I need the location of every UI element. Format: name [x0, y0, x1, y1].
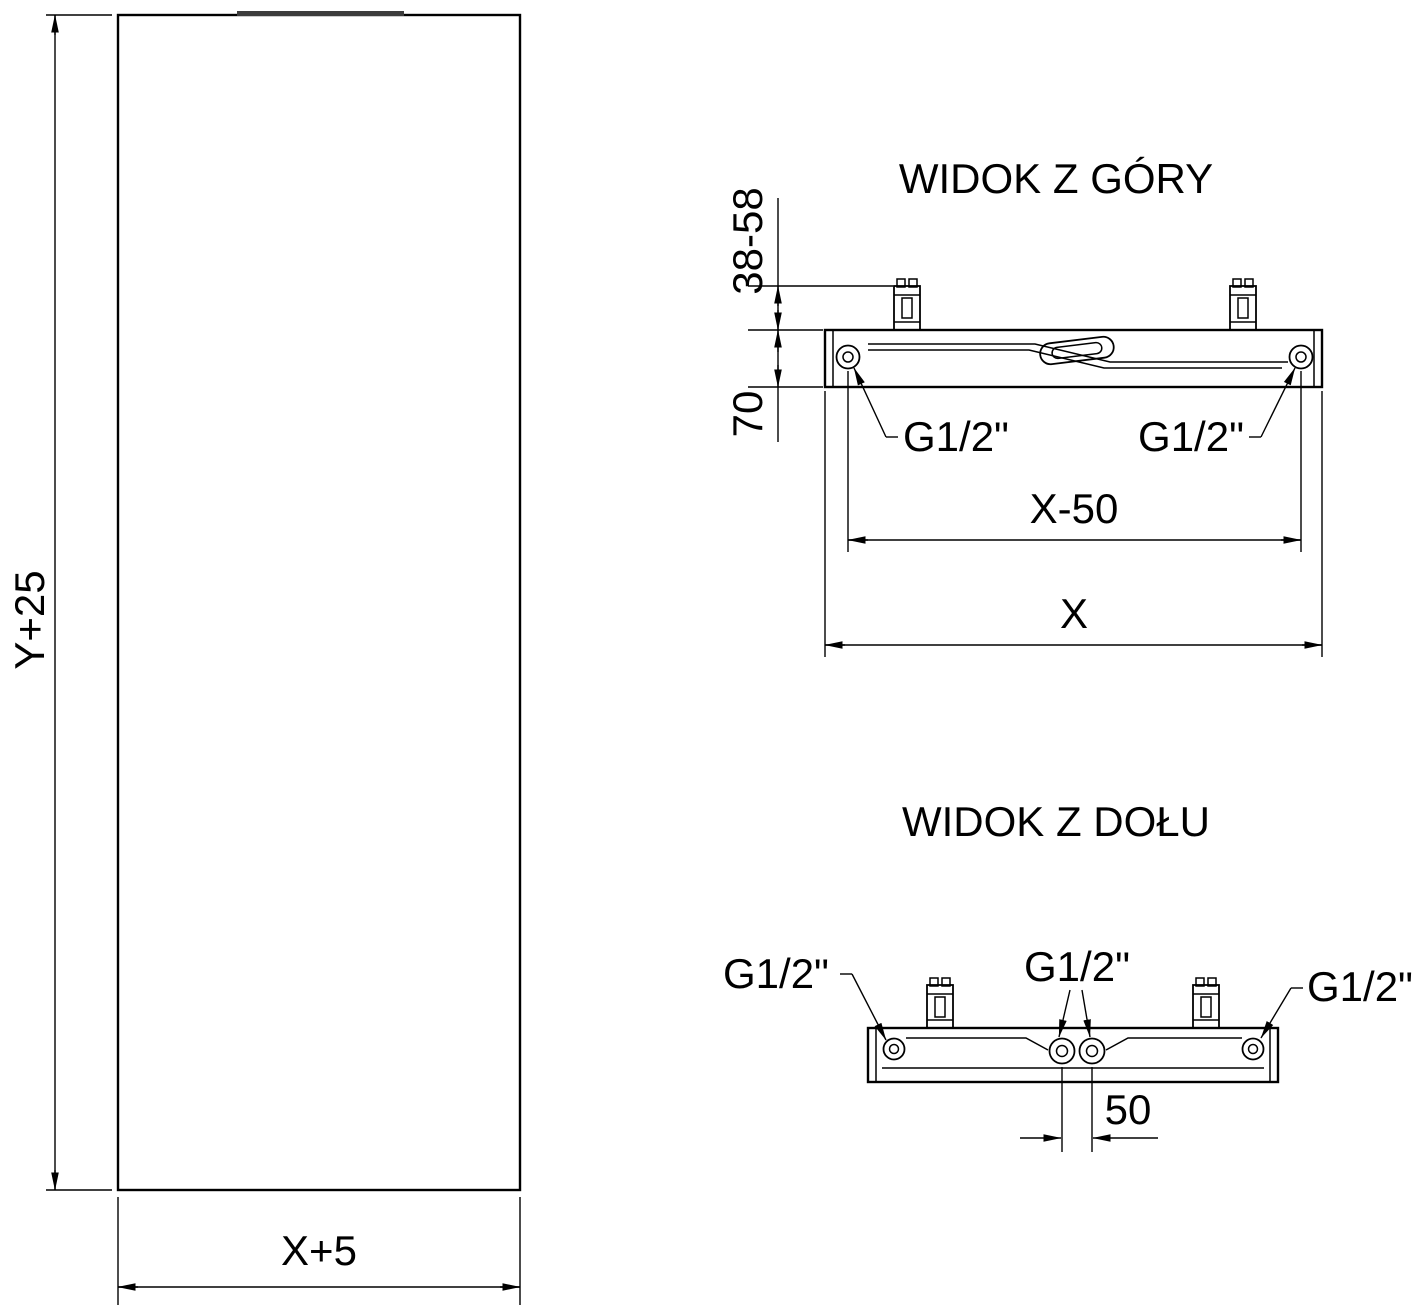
bottom-port-left-circle: [882, 1037, 906, 1061]
bottom-view-title: WIDOK Z DOŁU: [902, 798, 1210, 845]
bottom-port-label-middle: G1/2": [1024, 943, 1130, 1038]
collector-depth-dimension: 70: [724, 329, 823, 442]
top-port-left-label: G1/2": [903, 413, 1009, 460]
top-port-label-right: G1/2": [1138, 367, 1296, 460]
top-view: WIDOK Z GÓRY: [724, 155, 1324, 657]
front-width-label: X+5: [281, 1227, 357, 1274]
bottom-view: WIDOK Z DOŁU: [723, 798, 1413, 1152]
port-right-circle: [1288, 344, 1314, 370]
top-port-right-label: G1/2": [1138, 413, 1244, 460]
bracket-height-label: 38-58: [724, 187, 771, 294]
bottom-port-center-left-circle: [1048, 1037, 1076, 1065]
front-height-label: Y+25: [6, 570, 53, 669]
front-view: Y+25 X+5: [6, 11, 522, 1305]
bottom-mounting-bracket-left: [926, 977, 954, 1029]
center-port-spacing-dimension: 50: [1020, 1067, 1158, 1152]
top-rail: [237, 11, 404, 16]
bottom-view-collector-bar: [866, 1026, 1280, 1084]
width-dimension: X+5: [117, 1197, 521, 1305]
bottom-port-middle-label: G1/2": [1024, 943, 1130, 990]
bottom-mounting-bracket-right: [1192, 977, 1220, 1029]
top-port-label-left: G1/2": [853, 367, 1009, 460]
height-dimension: Y+25: [6, 14, 112, 1191]
port-left-circle: [835, 344, 861, 370]
bottom-port-right-circle: [1241, 1037, 1265, 1061]
bottom-port-right-label: G1/2": [1307, 963, 1413, 1010]
port-spacing-label: X-50: [1030, 485, 1119, 532]
total-width-label: X: [1060, 590, 1088, 637]
bottom-port-left-label: G1/2": [723, 950, 829, 997]
crossover-capsule: [1039, 335, 1115, 366]
top-view-collector-bar: [823, 328, 1324, 389]
total-width-dimension: X: [824, 391, 1323, 657]
bottom-port-label-left: G1/2": [723, 950, 887, 1041]
bottom-port-label-right: G1/2": [1260, 963, 1413, 1039]
mounting-bracket-right: [1229, 278, 1257, 331]
center-port-spacing-label: 50: [1105, 1086, 1152, 1133]
top-view-title: WIDOK Z GÓRY: [899, 155, 1213, 202]
collector-depth-label: 70: [724, 391, 771, 438]
port-spacing-dimension: X-50: [847, 371, 1302, 552]
bracket-height-dimension: 38-58: [724, 187, 893, 331]
bottom-port-center-right-circle: [1078, 1037, 1106, 1065]
radiator-panel-outline: [116, 13, 522, 1192]
mounting-bracket-left: [893, 278, 921, 331]
